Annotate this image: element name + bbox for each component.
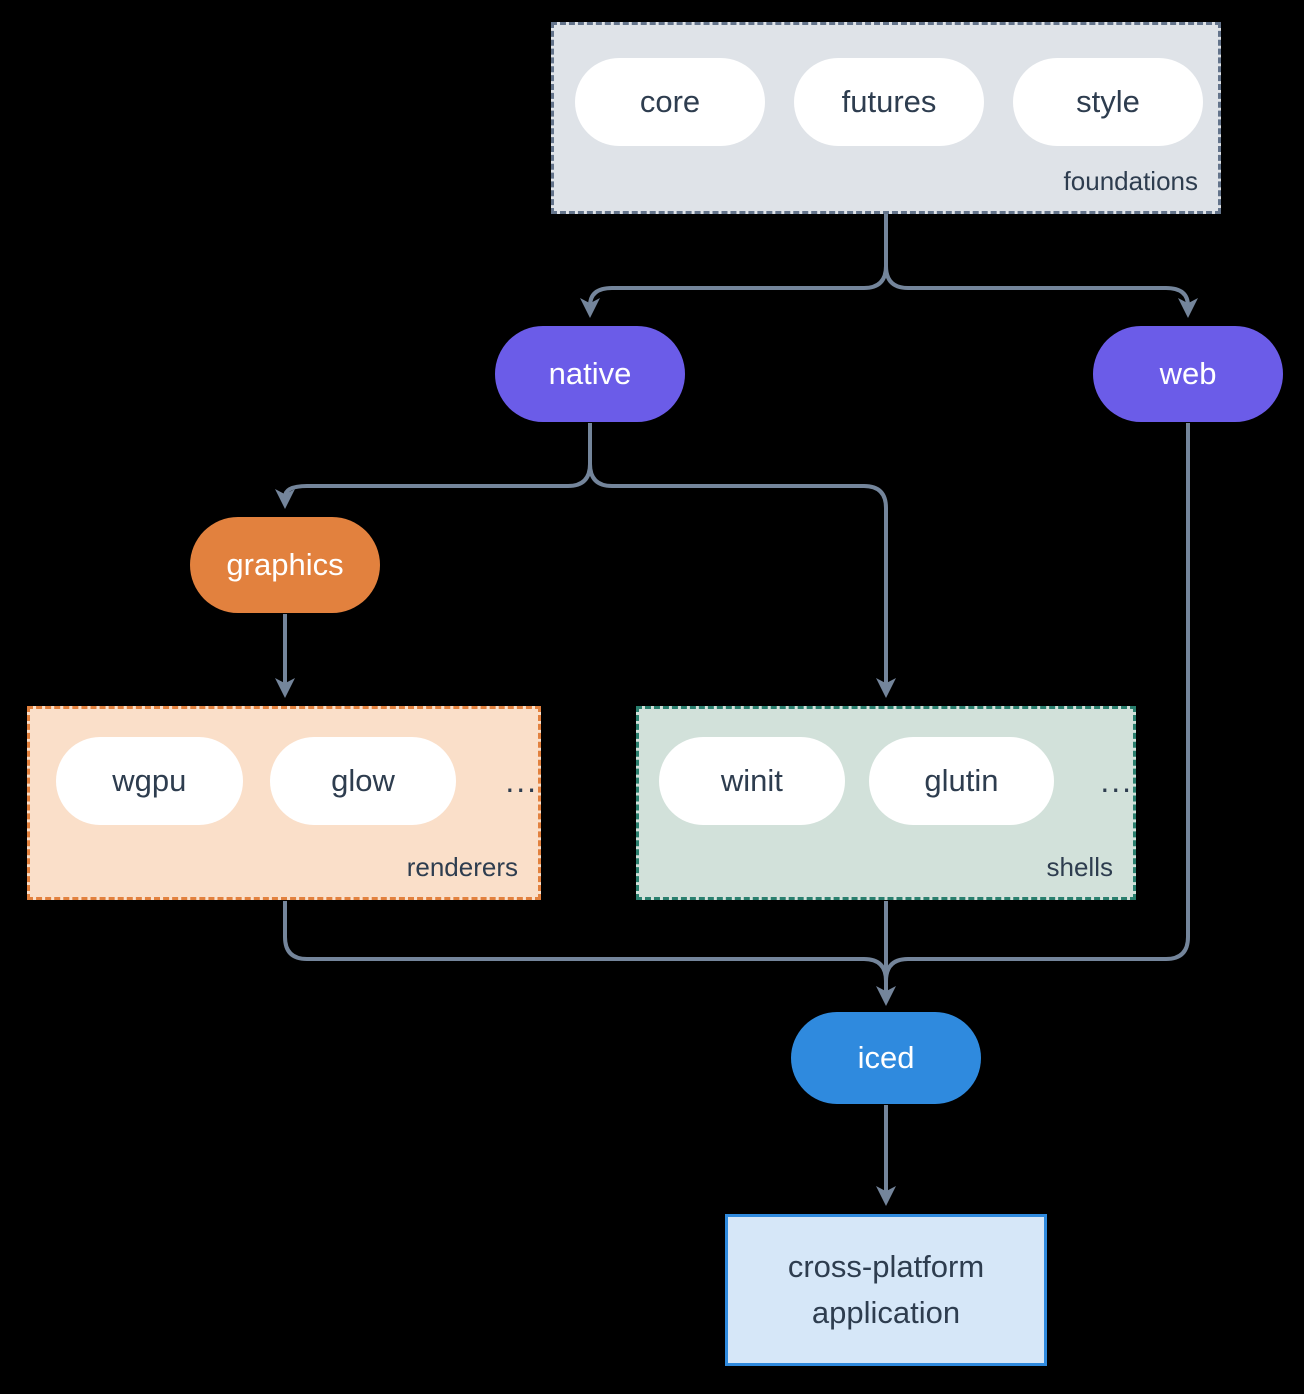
shells-pill-row: winit glutin ... [639, 709, 1133, 825]
edge-native-shells [588, 423, 896, 698]
renderers-label: renderers [406, 852, 518, 882]
edge-foundations-native [580, 214, 888, 318]
node-winit: winit [659, 737, 845, 825]
node-glutin: glutin [868, 737, 1055, 825]
shells-label: shells [1046, 852, 1113, 882]
shells-ellipsis: ... [1100, 762, 1133, 799]
node-graphics: graphics [190, 517, 380, 613]
node-cross-platform-application: cross-platform application [725, 1214, 1047, 1366]
application-label-line1: cross-platform [787, 1248, 985, 1284]
renderers-pill-row: wgpu glow ... [30, 709, 538, 825]
edge-foundations-web [884, 214, 1198, 318]
node-wgpu: wgpu [56, 737, 243, 825]
group-shells: winit glutin ... shells [636, 706, 1136, 900]
renderers-ellipsis: ... [505, 762, 538, 799]
group-renderers: wgpu glow ... renderers [27, 706, 541, 900]
foundations-pill-row: core futures style [554, 25, 1218, 146]
node-style: style [1013, 58, 1203, 146]
group-foundations: core futures style foundations [551, 22, 1221, 214]
node-core: core [575, 58, 765, 146]
node-native: native [495, 326, 685, 422]
node-iced: iced [791, 1012, 981, 1104]
application-label-line2: application [811, 1295, 961, 1330]
edge-renderers-iced [283, 901, 888, 994]
foundations-label: foundations [1063, 166, 1198, 196]
node-futures: futures [794, 58, 984, 146]
node-web: web [1093, 326, 1283, 422]
edge-native-graphics [275, 423, 592, 509]
node-glow: glow [269, 737, 457, 825]
